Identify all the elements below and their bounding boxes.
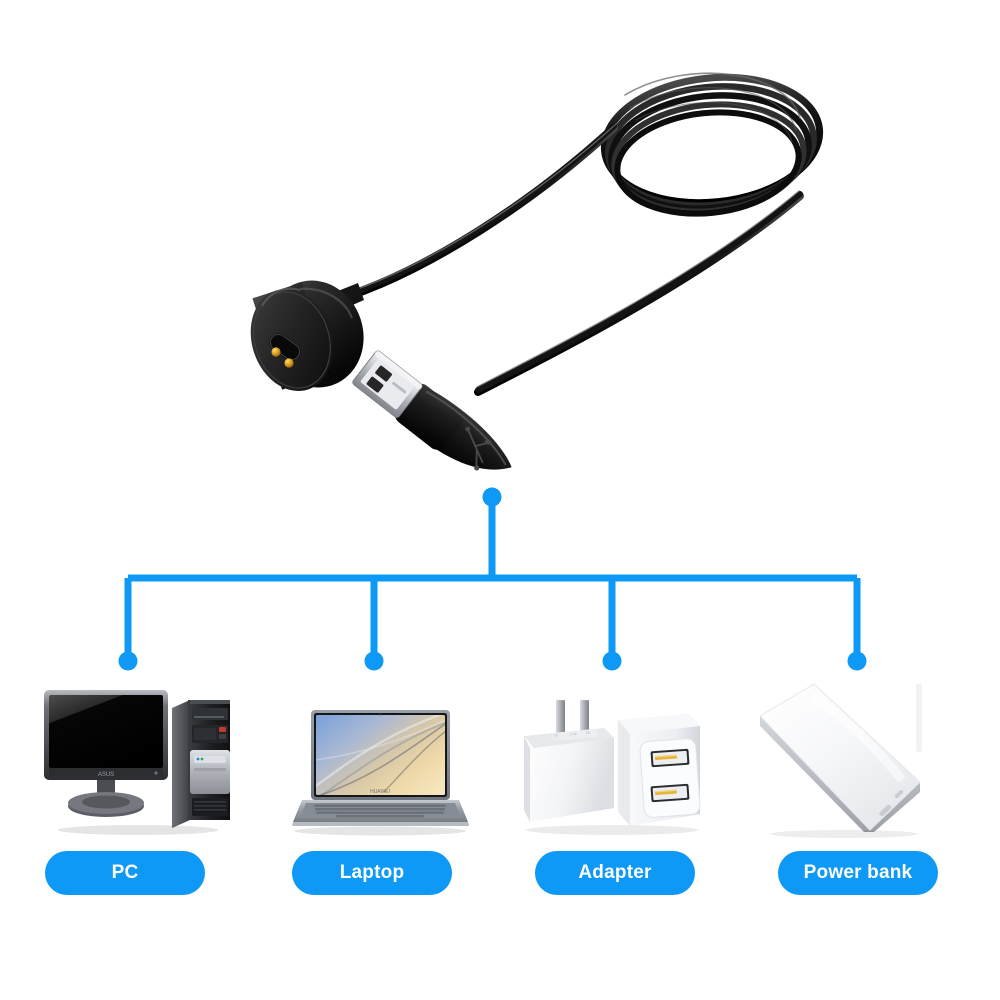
svg-text:CE: CE: [586, 731, 592, 735]
usb-trident-logo: [465, 426, 492, 471]
laptop-icon: HUAWEI: [288, 692, 473, 838]
tree-dot-adapter: [602, 651, 622, 671]
device-label-power-bank[interactable]: Power bank: [778, 851, 938, 895]
compatibility-tree: [118, 487, 867, 671]
device-label-pc[interactable]: PC: [45, 851, 205, 895]
svg-text:HUAWEI: HUAWEI: [370, 789, 390, 795]
cable-lower-run: [474, 190, 804, 396]
desktop-pc-icon: ASUS: [38, 678, 233, 838]
coiled-cable: [600, 72, 824, 217]
wall-adapter-icon: 5V 2.4A CE: [512, 690, 712, 838]
device-label-text: Adapter: [578, 862, 652, 883]
magnetic-charger-puck: [250, 280, 364, 391]
device-label-text: Power bank: [803, 862, 913, 883]
second-power-bank-edge: [916, 684, 922, 752]
adapter-with-usb-ports: [618, 714, 701, 826]
pogo-pin-2: [284, 358, 294, 368]
usb-port-2: [650, 783, 690, 803]
device-label-laptop[interactable]: Laptop: [292, 851, 452, 895]
cable-upper-run: [346, 123, 618, 300]
adapter-with-prongs: 5V 2.4A CE: [524, 700, 614, 822]
device-label-text: PC: [111, 862, 139, 883]
usb-a-connector: [352, 350, 512, 471]
tree-dot-power-bank: [847, 651, 867, 671]
power-bank-icon: [752, 672, 952, 838]
tree-stem-dot: [482, 487, 502, 507]
svg-text:ASUS: ASUS: [98, 772, 114, 778]
device-label-adapter[interactable]: Adapter: [535, 851, 695, 895]
usb-port-1: [650, 748, 690, 768]
tree-dot-laptop: [364, 651, 384, 671]
tree-dot-pc: [118, 651, 138, 671]
svg-text:2.4A: 2.4A: [570, 732, 578, 737]
pogo-pin-1: [271, 347, 281, 357]
device-label-text: Laptop: [339, 862, 405, 883]
pogo-pin-slot: [269, 333, 301, 368]
svg-text:5V: 5V: [554, 733, 559, 737]
